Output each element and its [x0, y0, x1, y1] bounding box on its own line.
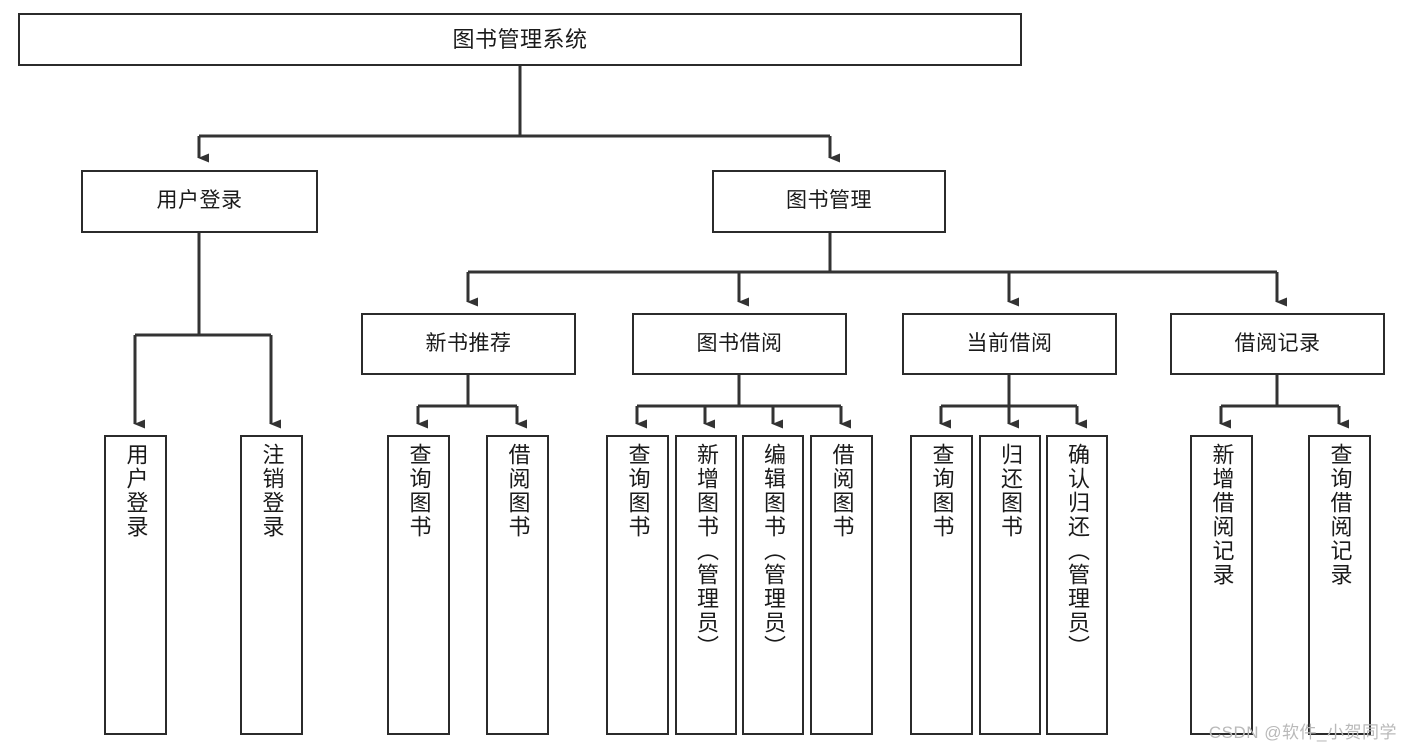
node-borrow-records[interactable]: 借阅记录 [1170, 313, 1385, 375]
node-user-login[interactable]: 用户登录 [81, 170, 318, 233]
node-label: 当前借阅 [966, 331, 1053, 355]
node-label: 编辑图书（管理员） [761, 443, 786, 659]
node-current-borrow[interactable]: 当前借阅 [902, 313, 1117, 375]
node-label: 图书借阅 [696, 331, 783, 355]
leaf-confirm-return-admin[interactable]: 确认归还（管理员） [1046, 435, 1108, 735]
node-label: 查询图书 [929, 443, 955, 539]
leaf-borrow-book[interactable]: 借阅图书 [810, 435, 873, 735]
node-book-borrow[interactable]: 图书借阅 [632, 313, 847, 375]
leaf-user-login[interactable]: 用户登录 [104, 435, 167, 735]
node-label: 查询借阅记录 [1327, 443, 1353, 587]
leaf-edit-book-admin[interactable]: 编辑图书（管理员） [742, 435, 804, 735]
leaf-logout[interactable]: 注销登录 [240, 435, 303, 735]
watermark-text: CSDN @软件_小贺同学 [1208, 723, 1397, 742]
node-label: 借阅图书 [505, 443, 531, 539]
node-label: 借阅记录 [1234, 331, 1321, 355]
node-label: 新增借阅记录 [1209, 443, 1235, 587]
leaf-query-book-recommend[interactable]: 查询图书 [387, 435, 450, 735]
node-root-system[interactable]: 图书管理系统 [18, 13, 1022, 66]
leaf-add-book-admin[interactable]: 新增图书（管理员） [675, 435, 737, 735]
node-label: 新增图书（管理员） [694, 443, 719, 659]
leaf-query-book-borrow[interactable]: 查询图书 [606, 435, 669, 735]
node-label: 注销登录 [259, 443, 285, 539]
node-label: 新书推荐 [425, 331, 512, 355]
leaf-return-book[interactable]: 归还图书 [979, 435, 1041, 735]
node-label: 查询图书 [406, 443, 432, 539]
leaf-query-book-current[interactable]: 查询图书 [910, 435, 973, 735]
node-label: 归还图书 [998, 443, 1023, 539]
leaf-add-borrow-record[interactable]: 新增借阅记录 [1190, 435, 1253, 735]
node-book-management[interactable]: 图书管理 [712, 170, 946, 233]
node-label: 图书管理系统 [452, 26, 588, 52]
node-label: 用户登录 [123, 443, 149, 539]
node-new-book-recommend[interactable]: 新书推荐 [361, 313, 576, 375]
node-label: 借阅图书 [829, 443, 855, 539]
node-label: 图书管理 [786, 189, 872, 213]
node-label: 确认归还（管理员） [1065, 443, 1090, 659]
leaf-query-borrow-record[interactable]: 查询借阅记录 [1308, 435, 1371, 735]
leaf-borrow-book-recommend[interactable]: 借阅图书 [486, 435, 549, 735]
node-label: 查询图书 [625, 443, 651, 539]
node-label: 用户登录 [156, 189, 243, 213]
